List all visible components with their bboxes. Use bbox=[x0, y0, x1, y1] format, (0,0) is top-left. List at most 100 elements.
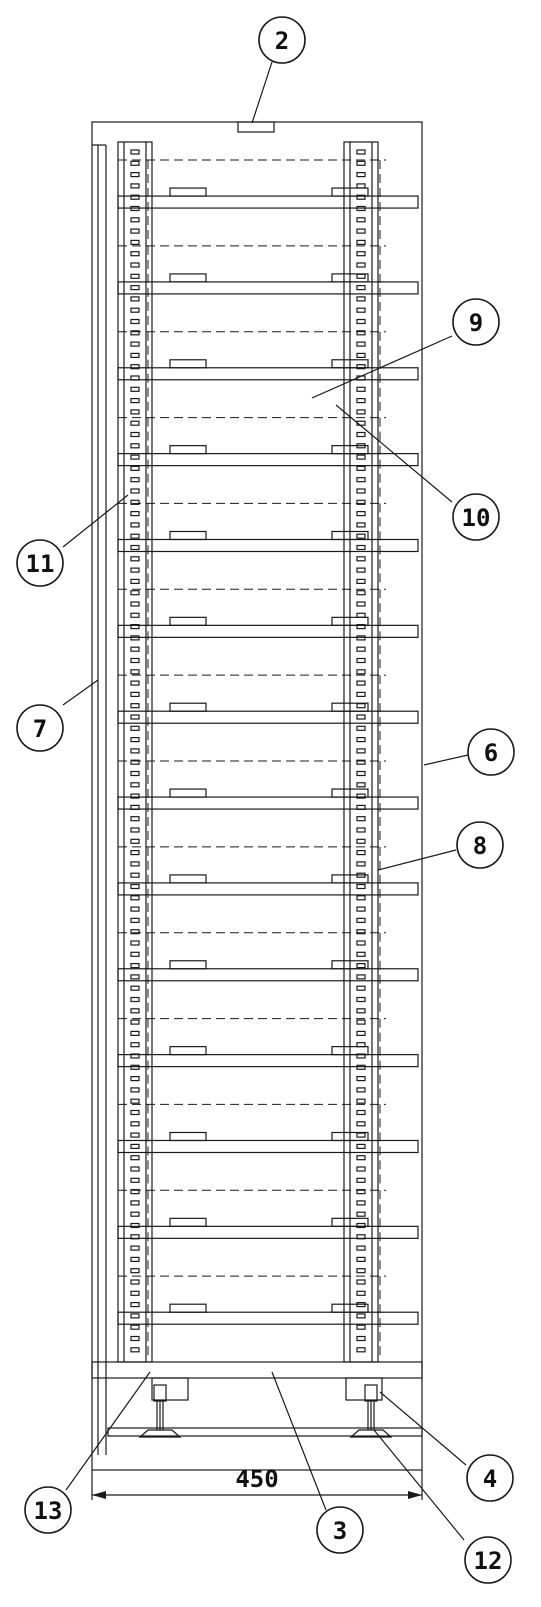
rail-slot bbox=[130, 940, 140, 946]
rail-slot bbox=[356, 1177, 366, 1183]
shelf-unit bbox=[117, 331, 419, 414]
rail-slot bbox=[130, 951, 140, 957]
rail-slot bbox=[356, 917, 366, 924]
rail-slot bbox=[356, 172, 366, 178]
rail-slot bbox=[130, 996, 140, 1003]
svg-text:6: 6 bbox=[484, 739, 498, 767]
width-dimension: 450 bbox=[91, 1465, 423, 1500]
rail-slot bbox=[356, 646, 366, 652]
callout-10: 10 bbox=[452, 493, 500, 541]
rail-slot bbox=[356, 1245, 366, 1251]
rail-slot bbox=[130, 1155, 140, 1161]
rail-slot bbox=[356, 160, 366, 166]
rail-slot bbox=[130, 1143, 140, 1150]
right-mounting-rail bbox=[343, 141, 379, 1363]
rail-slot bbox=[356, 398, 366, 404]
callout-8: 8 bbox=[456, 821, 504, 869]
rail-slot bbox=[356, 533, 366, 539]
callout-12: 12 bbox=[464, 1536, 512, 1584]
rail-slot bbox=[356, 465, 366, 471]
rail-slot bbox=[130, 827, 140, 833]
rail-slot bbox=[356, 849, 366, 856]
rail-slot bbox=[130, 262, 140, 268]
rail-slot bbox=[356, 759, 366, 765]
rail-slot bbox=[356, 567, 366, 573]
leveling-foot-right bbox=[349, 1384, 393, 1438]
shelf-unit bbox=[117, 1189, 419, 1273]
rail-slot bbox=[130, 929, 140, 935]
svg-text:4: 4 bbox=[483, 1465, 497, 1493]
rail-slot bbox=[356, 1098, 366, 1104]
rail-slot bbox=[130, 1042, 140, 1048]
rail-slot bbox=[130, 1324, 140, 1330]
rail-slot bbox=[130, 443, 140, 449]
rail-slot bbox=[356, 985, 366, 991]
rail-slot bbox=[130, 183, 140, 189]
rail-slot bbox=[356, 736, 366, 743]
rail-slot bbox=[130, 544, 140, 551]
callout-7: 7 bbox=[16, 704, 64, 752]
svg-text:12: 12 bbox=[474, 1547, 503, 1575]
rail-slot bbox=[356, 725, 366, 731]
rail-slot bbox=[130, 556, 140, 562]
rail-slot bbox=[356, 1211, 366, 1217]
rail-slot bbox=[356, 1279, 366, 1285]
rail-slot bbox=[356, 352, 366, 358]
rail-slot bbox=[356, 861, 366, 867]
rail-slot bbox=[130, 1313, 140, 1319]
rail-slot bbox=[130, 669, 140, 675]
rail-slot bbox=[356, 1008, 366, 1014]
rail-slot bbox=[356, 499, 366, 505]
rail-slot bbox=[130, 533, 140, 539]
rail-slot bbox=[130, 499, 140, 505]
rail-slot bbox=[356, 748, 366, 754]
cabinet-frame bbox=[91, 121, 423, 1471]
callout-11: 11 bbox=[16, 539, 64, 587]
rail-slot bbox=[356, 951, 366, 957]
svg-text:2: 2 bbox=[275, 27, 289, 55]
rail-slot bbox=[130, 985, 140, 991]
leveling-foot-left bbox=[138, 1384, 182, 1438]
rail-slot bbox=[130, 217, 140, 223]
rail-slot bbox=[130, 488, 140, 494]
rail-slot bbox=[130, 1166, 140, 1172]
rail-slot bbox=[356, 895, 366, 901]
rail-slot bbox=[356, 770, 366, 777]
rail-slot bbox=[356, 816, 366, 822]
rail-slot bbox=[130, 149, 140, 155]
callout-13: 13 bbox=[24, 1486, 72, 1534]
rail-slot bbox=[356, 1200, 366, 1206]
rail-slot bbox=[356, 307, 366, 313]
shelf-unit bbox=[117, 674, 419, 757]
rail-slot bbox=[356, 623, 366, 630]
rail-slot bbox=[356, 1290, 366, 1296]
rail-slot bbox=[130, 228, 140, 234]
rail-slot bbox=[130, 578, 140, 585]
rail-slot bbox=[356, 601, 366, 607]
rail-slot bbox=[356, 1166, 366, 1172]
rail-slot bbox=[356, 273, 366, 279]
rail-slot bbox=[356, 906, 366, 912]
rail-slot bbox=[130, 872, 140, 878]
rail-slot bbox=[356, 929, 366, 935]
callout-2: 2 bbox=[258, 16, 306, 64]
rail-slot bbox=[130, 1098, 140, 1104]
rail-slot bbox=[130, 748, 140, 754]
left-mounting-rail bbox=[117, 141, 153, 1363]
rail-slot bbox=[356, 228, 366, 234]
rail-slot bbox=[130, 680, 140, 686]
svg-text:3: 3 bbox=[333, 1517, 347, 1545]
rail-slot bbox=[356, 149, 366, 155]
rail-slot bbox=[356, 680, 366, 686]
rail-slot bbox=[130, 861, 140, 867]
rail-slot bbox=[356, 1143, 366, 1150]
svg-text:8: 8 bbox=[473, 832, 487, 860]
rail-slot bbox=[130, 1200, 140, 1206]
rail-slot bbox=[130, 386, 140, 392]
rail-slot bbox=[130, 409, 140, 415]
shelf-unit bbox=[117, 588, 419, 672]
rail-slot bbox=[356, 239, 366, 245]
rail-slot bbox=[130, 251, 140, 257]
callout-6: 6 bbox=[467, 728, 515, 776]
rail-slot bbox=[130, 364, 140, 370]
